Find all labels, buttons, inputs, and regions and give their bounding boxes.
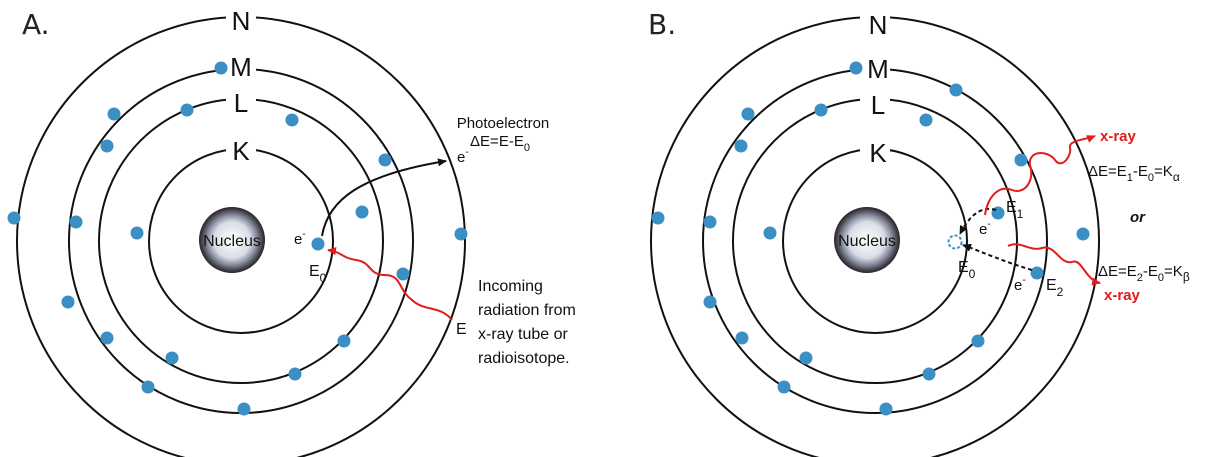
xray-label-2: x-ray	[1104, 287, 1141, 304]
vacancy-e0	[947, 234, 963, 250]
nucleus-label: Nucleus	[203, 233, 261, 250]
incoming-line-2: radiation from	[478, 302, 576, 319]
electron	[454, 227, 468, 241]
electron-label-a: e-	[294, 229, 306, 248]
energy-e2-label: E2	[1046, 277, 1064, 299]
incoming-line-1: Incoming	[478, 278, 543, 295]
electron	[741, 107, 755, 121]
electron	[799, 351, 813, 365]
shell-label-n: N	[232, 6, 251, 36]
electron	[100, 139, 114, 153]
photoelectron-arrow	[321, 158, 447, 237]
electron-k-e0	[311, 237, 325, 251]
panel-b: B. N M L K Nucleus	[648, 6, 1190, 457]
electron	[61, 295, 75, 309]
shell-label-k: K	[232, 136, 250, 166]
panel-a-label: A.	[22, 8, 50, 41]
panel-b-label: B.	[648, 8, 676, 41]
transition-e1-arrow	[959, 207, 997, 235]
electron	[378, 153, 392, 167]
electron	[814, 103, 828, 117]
electron	[1014, 153, 1028, 167]
xray-beta-arrow	[1007, 243, 1101, 286]
electron	[1076, 227, 1090, 241]
incoming-line-3: x-ray tube or	[478, 326, 568, 343]
electron	[285, 113, 299, 127]
shell-label-l: L	[871, 90, 885, 120]
electron	[396, 267, 410, 281]
electron	[777, 380, 791, 394]
electron	[237, 402, 251, 416]
incoming-line-4: radioisotope.	[478, 350, 570, 367]
shell-label-k: K	[869, 138, 887, 168]
electron	[7, 211, 21, 225]
photoelectron-label: Photoelectron	[457, 115, 550, 132]
equation-k-alpha: ΔE=E1-E0=Kα	[1088, 163, 1180, 184]
transition-e2-arrow	[962, 244, 1033, 271]
electron	[971, 334, 985, 348]
electron	[949, 83, 963, 97]
electron	[879, 402, 893, 416]
equation-k-beta: ΔE=E2-E0=Kβ	[1098, 263, 1190, 284]
electron	[130, 226, 144, 240]
electron	[734, 139, 748, 153]
electron	[288, 367, 302, 381]
electron	[849, 61, 863, 75]
shell-label-n: N	[869, 10, 888, 40]
electron	[180, 103, 194, 117]
incoming-energy-label: E	[456, 321, 467, 338]
xray-alpha-arrow	[984, 135, 1096, 216]
electron-label-b1: e-	[979, 219, 991, 238]
electron	[922, 367, 936, 381]
ejected-electron-label: e-	[457, 147, 469, 166]
electron	[107, 107, 121, 121]
electron	[919, 113, 933, 127]
energy-e0-label-b: E0	[958, 259, 976, 281]
electron	[69, 215, 83, 229]
electron	[337, 334, 351, 348]
electron	[214, 61, 228, 75]
electron	[703, 215, 717, 229]
electron	[141, 380, 155, 394]
incoming-radiation-arrow	[327, 247, 453, 321]
energy-e0-label-a: E0	[309, 263, 327, 285]
panel-a-electrons	[7, 61, 468, 416]
energy-e1-label: E1	[1006, 199, 1024, 221]
electron	[355, 205, 369, 219]
shell-label-l: L	[234, 88, 248, 118]
panel-a: A. N M L K Nucleus	[7, 6, 576, 457]
electron-e2	[1030, 266, 1044, 280]
xray-label-1: x-ray	[1100, 128, 1137, 145]
or-label: or	[1130, 209, 1146, 226]
nucleus-label: Nucleus	[838, 233, 896, 250]
electron	[651, 211, 665, 225]
nucleus	[834, 207, 900, 273]
shell-label-m: M	[867, 54, 889, 84]
shell-label-m: M	[230, 52, 252, 82]
electron	[735, 331, 749, 345]
electron	[165, 351, 179, 365]
electron	[703, 295, 717, 309]
nucleus	[199, 207, 265, 273]
panel-b-electrons	[651, 61, 1090, 416]
electron-label-b2: e-	[1014, 275, 1026, 294]
electron	[100, 331, 114, 345]
electron	[763, 226, 777, 240]
delta-e-label: ΔE=E-E0	[470, 133, 530, 154]
